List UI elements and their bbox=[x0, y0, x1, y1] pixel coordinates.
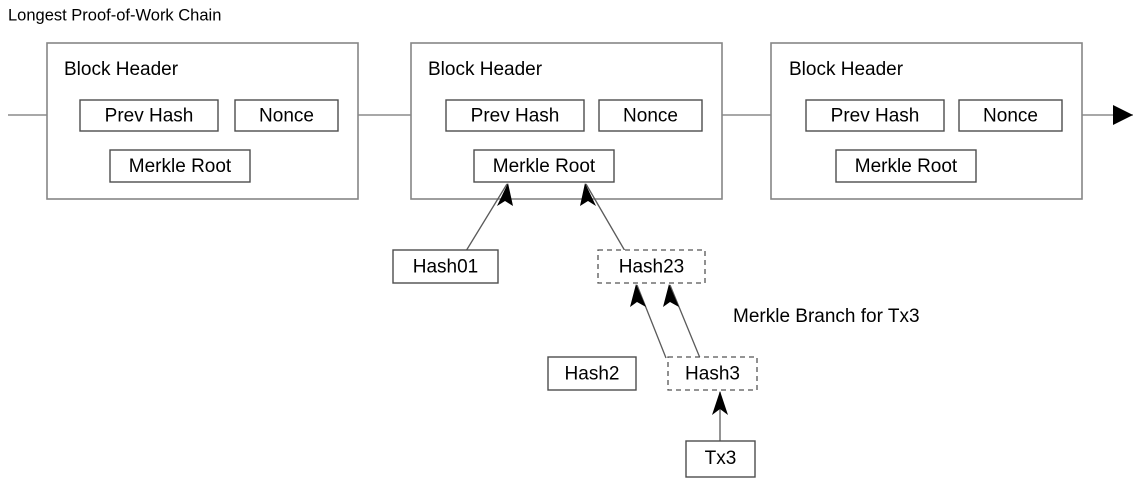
block-2-merkle-root-box[interactable] bbox=[473, 149, 615, 183]
merkle-node-hash3[interactable]: Hash3 bbox=[667, 356, 758, 391]
merkle-node-tx3[interactable]: Tx3 bbox=[685, 440, 756, 478]
hash01-label: Hash01 bbox=[413, 257, 479, 278]
edge-hash01-arrow-icon bbox=[497, 183, 513, 206]
block-3-title: Block Header bbox=[789, 59, 904, 80]
block-1-title: Block Header bbox=[64, 59, 179, 80]
hash23-label: Hash23 bbox=[619, 257, 685, 278]
edge-hash2-to-hash23 bbox=[636, 284, 667, 359]
edge-hash3-arrow-icon bbox=[663, 284, 679, 307]
merkle-tree-edges bbox=[465, 183, 728, 441]
block-3-merkle-root-label: Merkle Root bbox=[855, 156, 958, 177]
block-1-prev-hash-box[interactable] bbox=[79, 99, 219, 132]
block-1-prev-hash-label: Prev Hash bbox=[105, 106, 194, 127]
block-header-1[interactable]: Block Header Prev Hash Nonce Merkle Root bbox=[46, 42, 359, 200]
hash01-box[interactable] bbox=[392, 249, 499, 284]
block-2-prev-hash-box[interactable] bbox=[445, 99, 585, 132]
edge-hash3-to-hash23 bbox=[669, 284, 701, 359]
edge-hash23-to-merkle-root bbox=[585, 183, 626, 252]
merkle-node-hash2[interactable]: Hash2 bbox=[547, 356, 637, 391]
block-2-prev-hash-label: Prev Hash bbox=[471, 106, 560, 127]
block-3-prev-hash-box[interactable] bbox=[805, 99, 945, 132]
edge-hash2-arrow-icon bbox=[630, 284, 646, 307]
hash3-box[interactable] bbox=[667, 356, 758, 391]
merkle-node-hash23[interactable]: Hash23 bbox=[597, 249, 706, 284]
edge-tx3-arrow-icon bbox=[712, 391, 728, 415]
tx3-box[interactable] bbox=[685, 440, 756, 478]
block-header-2[interactable]: Block Header Prev Hash Nonce Merkle Root bbox=[410, 42, 723, 200]
chain-arrow-out-icon bbox=[1113, 105, 1133, 125]
hash2-box[interactable] bbox=[547, 356, 637, 391]
block-2-nonce-label: Nonce bbox=[623, 106, 678, 127]
block-2-nonce-box[interactable] bbox=[598, 99, 703, 132]
block-1-nonce-box[interactable] bbox=[234, 99, 339, 132]
hash3-label: Hash3 bbox=[685, 364, 740, 385]
page-title: Longest Proof-of-Work Chain bbox=[8, 6, 221, 24]
block-1-merkle-root-box[interactable] bbox=[109, 149, 251, 183]
hash23-box[interactable] bbox=[597, 249, 706, 284]
hash2-label: Hash2 bbox=[565, 364, 620, 385]
block-3-nonce-box[interactable] bbox=[958, 99, 1063, 132]
merkle-node-hash01[interactable]: Hash01 bbox=[392, 249, 499, 284]
edge-hash01-to-merkle-root bbox=[465, 183, 508, 252]
block-1-merkle-root-label: Merkle Root bbox=[129, 156, 232, 177]
tx3-label: Tx3 bbox=[705, 448, 737, 469]
block-3-prev-hash-label: Prev Hash bbox=[831, 106, 920, 127]
edge-hash23-arrow-icon bbox=[580, 183, 596, 206]
merkle-branch-annotation: Merkle Branch for Tx3 bbox=[733, 306, 920, 327]
block-2-merkle-root-label: Merkle Root bbox=[493, 156, 596, 177]
block-1-nonce-label: Nonce bbox=[259, 106, 314, 127]
block-header-3[interactable]: Block Header Prev Hash Nonce Merkle Root bbox=[770, 42, 1083, 200]
block-3-merkle-root-box[interactable] bbox=[835, 149, 977, 183]
block-3-nonce-label: Nonce bbox=[983, 106, 1038, 127]
block-2-title: Block Header bbox=[428, 59, 543, 80]
